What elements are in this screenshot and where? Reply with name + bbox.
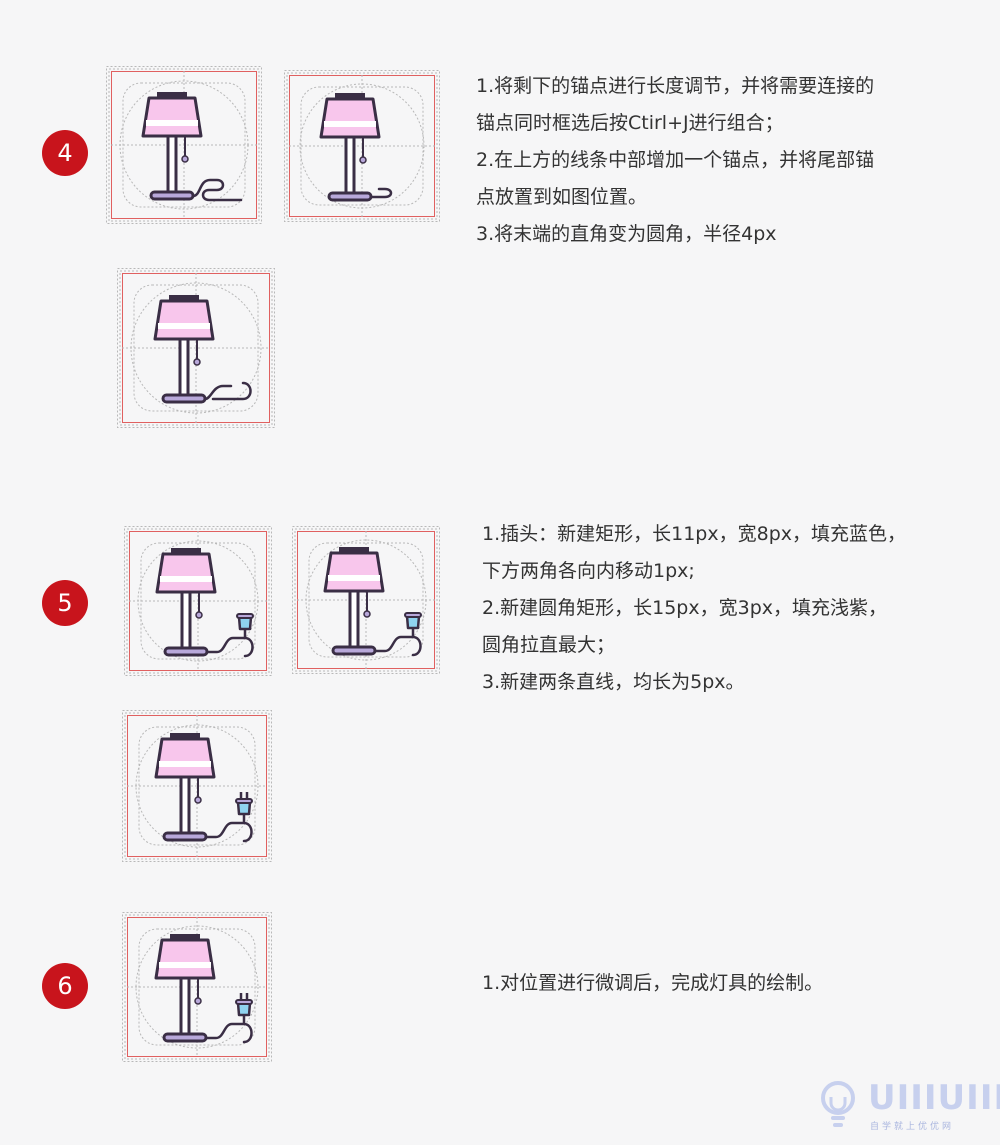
step-4-figure-1 — [106, 66, 262, 224]
lamp-illustration — [117, 268, 275, 428]
instruction-line: 下方两角各向内移动1px; — [482, 560, 695, 582]
instruction-line: 1.对位置进行微调后，完成灯具的绘制。 — [482, 972, 824, 994]
lamp-illustration — [292, 526, 440, 674]
instruction-line: 3.将末端的直角变为圆角，半径4px — [476, 223, 777, 245]
instruction-line: 1.将剩下的锚点进行长度调节，并将需要连接的 — [476, 75, 875, 97]
watermark-subtext: 自学就上优优网 — [870, 1122, 955, 1132]
instruction-line: 锚点同时框选后按Ctirl+J进行组合； — [476, 112, 784, 134]
instruction-line: 点放置到如图位置。 — [476, 186, 648, 208]
step-4-figure-2 — [284, 70, 440, 222]
lamp-illustration — [284, 70, 440, 222]
instruction-line: 1.插头：新建矩形，长11px，宽8px，填充蓝色， — [482, 523, 907, 545]
watermark-text: UIIIUIII — [868, 1078, 1000, 1118]
step-5-instructions: 1.插头：新建矩形，长11px，宽8px，填充蓝色， 下方两角各向内移动1px;… — [482, 516, 906, 701]
step-5-badge: 5 — [42, 580, 88, 626]
instruction-line: 2.新建圆角矩形，长15px，宽3px，填充浅紫， — [482, 597, 888, 619]
lamp-illustration — [124, 526, 272, 676]
watermark: UIIIUIII 自学就上优优网 — [818, 1078, 1000, 1136]
step-5-figure-3 — [122, 710, 272, 862]
lightbulb-icon — [821, 1081, 855, 1127]
instruction-line: 圆角拉直最大； — [482, 634, 616, 656]
instruction-line: 3.新建两条直线，均长为5px。 — [482, 671, 745, 693]
instruction-line: 2.在上方的线条中部增加一个锚点，并将尾部锚 — [476, 149, 875, 171]
step-5-figure-2 — [292, 526, 440, 674]
lamp-illustration — [122, 710, 272, 862]
step-6-figure-1 — [122, 912, 272, 1062]
step-4-instructions: 1.将剩下的锚点进行长度调节，并将需要连接的 锚点同时框选后按Ctirl+J进行… — [476, 68, 874, 253]
step-6-badge: 6 — [42, 963, 88, 1009]
step-4-figure-3 — [117, 268, 275, 428]
step-5-figure-1 — [124, 526, 272, 676]
lamp-illustration — [122, 912, 272, 1062]
step-6-instructions: 1.对位置进行微调后，完成灯具的绘制。 — [482, 965, 823, 1002]
step-4-badge: 4 — [42, 130, 88, 176]
lamp-illustration — [106, 66, 262, 224]
